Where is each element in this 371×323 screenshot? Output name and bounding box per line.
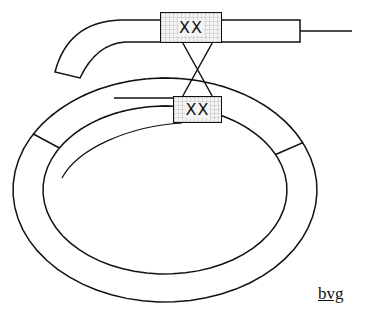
strand-line: [114, 97, 173, 99]
dna-band: [55, 20, 300, 78]
gene-box: XX: [173, 96, 222, 123]
gene-label: XX: [185, 102, 211, 118]
gene-box: XX: [160, 12, 222, 43]
gene-label: XX: [178, 20, 204, 36]
dna-band: [13, 78, 317, 302]
gene-name: bvg: [318, 284, 344, 304]
crossover-lines: [183, 43, 212, 96]
strand-line: [300, 30, 352, 32]
strand-line: [62, 123, 182, 178]
